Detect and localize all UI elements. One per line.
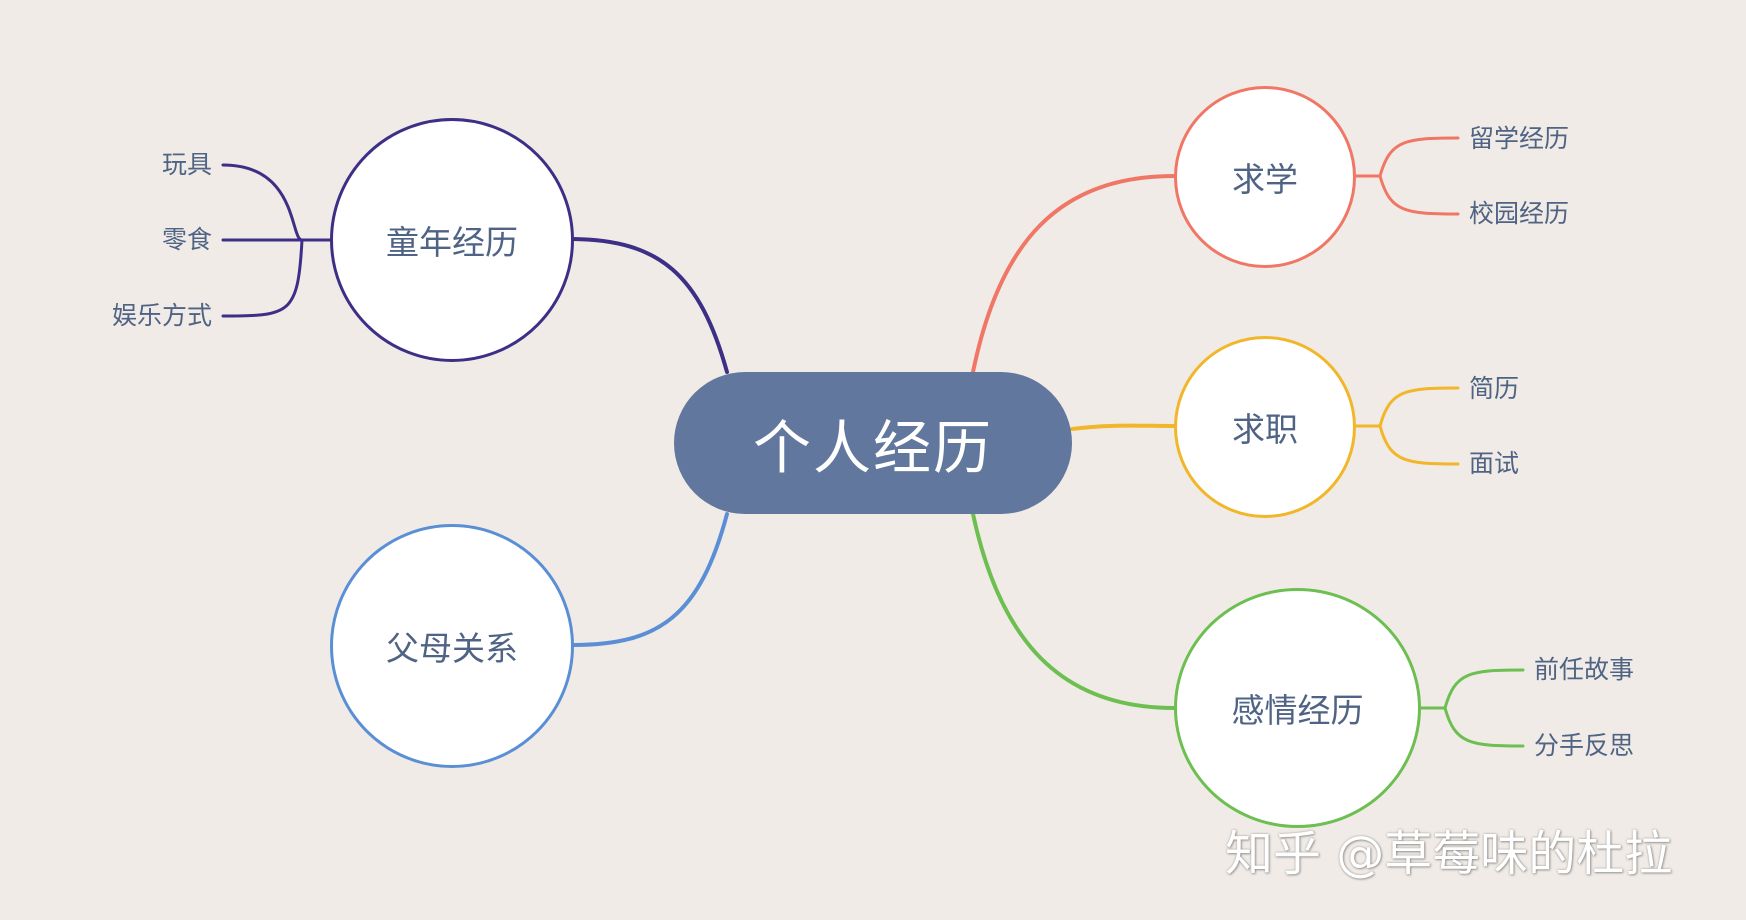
leaf-resume[interactable]: 简历: [1469, 374, 1520, 403]
leaf-study-abroad[interactable]: 留学经历: [1469, 124, 1570, 153]
branch-childhood: [571, 237, 729, 374]
topic-parents[interactable]: 父母关系: [330, 524, 574, 768]
leaf-connector-interview: [1378, 424, 1460, 466]
topic-love[interactable]: 感情经历: [1174, 588, 1421, 828]
leaf-breakup-reflection[interactable]: 分手反思: [1534, 731, 1635, 760]
topic-study[interactable]: 求学: [1174, 86, 1356, 268]
central-topic[interactable]: 个人经历: [674, 372, 1072, 514]
leaf-connector-resume: [1354, 386, 1460, 428]
topic-job[interactable]: 求职: [1174, 336, 1356, 518]
leaf-connector-breakup: [1443, 706, 1525, 748]
branch-job: [1070, 423, 1176, 431]
leaf-snacks[interactable]: 零食: [161, 225, 212, 254]
branch-love: [971, 512, 1176, 710]
branch-study: [971, 174, 1176, 374]
leaf-connector-campus: [1378, 174, 1460, 216]
leaf-connector-entertainment: [221, 238, 304, 318]
watermark: 知乎 @草莓味的杜拉: [1225, 826, 1673, 882]
leaf-ex-story[interactable]: 前任故事: [1534, 655, 1635, 684]
leaf-campus[interactable]: 校园经历: [1469, 199, 1570, 228]
topic-childhood[interactable]: 童年经历: [330, 118, 574, 362]
branch-parents: [571, 512, 729, 647]
leaf-connector-abroad: [1354, 136, 1460, 178]
leaf-toys[interactable]: 玩具: [161, 150, 212, 179]
leaf-interview[interactable]: 面试: [1469, 449, 1520, 478]
leaf-connector-ex-story: [1419, 668, 1525, 710]
leaf-entertainment[interactable]: 娱乐方式: [111, 301, 212, 330]
leaf-connector-toys: [221, 163, 332, 242]
